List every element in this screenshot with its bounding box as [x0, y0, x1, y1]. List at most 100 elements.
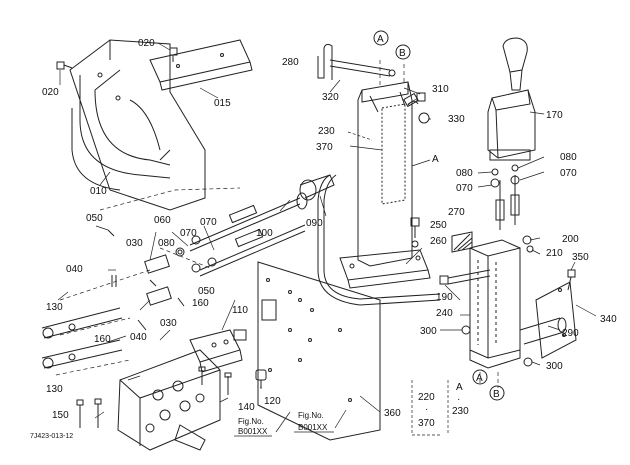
bracket-left-bottom: 370 [418, 418, 435, 429]
nut-070 [490, 175, 520, 188]
callout-020: 020 [138, 38, 155, 49]
cover-plate-340 [535, 281, 577, 359]
callout-070: 070 [560, 168, 577, 179]
bolt-150 [76, 398, 102, 428]
callout-150: 150 [52, 410, 69, 421]
callout-100: 100 [256, 228, 273, 239]
callout-110: 110 [232, 305, 248, 316]
plate-270 [451, 231, 473, 253]
callout-160: 160 [94, 334, 111, 345]
reference-marker-b [395, 44, 505, 401]
bolt-350 [567, 269, 576, 291]
callout-250: 250 [430, 220, 447, 231]
callout-310: 310 [432, 84, 449, 95]
bracket-marks [411, 380, 449, 436]
callout-030: 030 [160, 318, 177, 329]
callout-140: 140 [238, 402, 255, 413]
fig-no-label: Fig.No. [298, 411, 324, 420]
callout-230: 230 [318, 126, 335, 137]
callout-marker-b: B [493, 389, 500, 400]
fig-ref: B001XX [238, 427, 268, 436]
callout-240: 240 [436, 308, 453, 319]
joystick-lever-170 [487, 37, 536, 161]
callout-130: 130 [46, 302, 63, 313]
callout-marker-a: A [476, 373, 483, 384]
callout-340: 340 [600, 314, 617, 325]
bracket-right-top: A [456, 382, 463, 393]
callout-070: 070 [180, 228, 197, 239]
drawing-code: 7J423-013-12 [30, 433, 73, 440]
mount-plate-360 [257, 261, 381, 441]
callout-360: 360 [384, 408, 401, 419]
plate-015 [149, 39, 253, 91]
reference-marker-a [373, 30, 488, 385]
callout-040: 040 [66, 264, 83, 275]
pins-040-050 [107, 229, 185, 331]
bolt-190 [439, 269, 491, 285]
fig-ref: B001XX [298, 423, 328, 432]
callout-070: 070 [200, 217, 217, 228]
plug-120 [255, 369, 267, 388]
callout-marker-a: A [432, 154, 439, 165]
callout-170: 170 [546, 110, 563, 121]
callout-370: 370 [316, 142, 333, 153]
callout-080: 080 [456, 168, 473, 179]
callout-270: 270 [448, 207, 465, 218]
callout-280: 280 [282, 57, 299, 68]
bracket-right-dot: · [457, 394, 460, 405]
nut-330 [418, 112, 430, 124]
callout-010: 010 [90, 186, 107, 197]
callout-090: 090 [306, 218, 323, 229]
bolt-020 [56, 47, 178, 70]
leader-lines [57, 42, 597, 419]
callout-300: 300 [420, 326, 437, 337]
callout-040: 040 [130, 332, 147, 343]
fig-no-label: Fig.No. [238, 417, 264, 426]
callout-060: 060 [154, 215, 171, 226]
callout-050: 050 [198, 286, 215, 297]
callout-030: 030 [126, 238, 143, 249]
callout-190: 190 [436, 292, 453, 303]
cable-fitting-250 [407, 100, 419, 106]
rod-320 [317, 43, 396, 80]
pin-300 [461, 325, 533, 367]
callout-020: 020 [42, 87, 59, 98]
bracket-left-dot: · [425, 404, 428, 415]
lever-130 [41, 254, 172, 369]
callout-200: 200 [562, 234, 579, 245]
callout-080: 080 [158, 238, 175, 249]
lever-column-230 [339, 81, 431, 289]
callout-070: 070 [456, 183, 473, 194]
callout-300: 300 [546, 361, 563, 372]
callout-330: 330 [448, 114, 465, 125]
callout-labels: 010 015 020 020 280 320 310 330 230 370 … [30, 34, 617, 440]
callout-290: 290 [562, 328, 579, 339]
callout-050: 050 [86, 213, 103, 224]
callout-260: 260 [430, 236, 447, 247]
nut-200-210 [522, 235, 534, 253]
nut-310 [416, 92, 426, 102]
callout-130: 130 [46, 384, 63, 395]
callout-210: 210 [546, 248, 563, 259]
control-cable [317, 174, 441, 306]
guide-box-240 [469, 175, 521, 369]
callout-160: 160 [192, 298, 209, 309]
bolt-140 [198, 366, 232, 395]
bracket-left-top: 220 [418, 392, 435, 403]
linkage-rods [175, 174, 335, 277]
callout-350: 350 [572, 252, 589, 263]
cover-bracket-010 [69, 39, 206, 211]
callout-marker-b: B [399, 48, 406, 59]
control-valve [117, 349, 221, 451]
callout-080: 080 [560, 152, 577, 163]
bracket-right-bottom: 230 [452, 406, 469, 417]
callout-015: 015 [214, 98, 231, 109]
callout-320: 320 [322, 92, 339, 103]
fig-ref-underline [234, 409, 347, 437]
dashed-assembly-lines [55, 60, 499, 388]
pin-290 [519, 317, 567, 345]
callout-120: 120 [264, 396, 281, 407]
callout-marker-a: A [377, 34, 384, 45]
